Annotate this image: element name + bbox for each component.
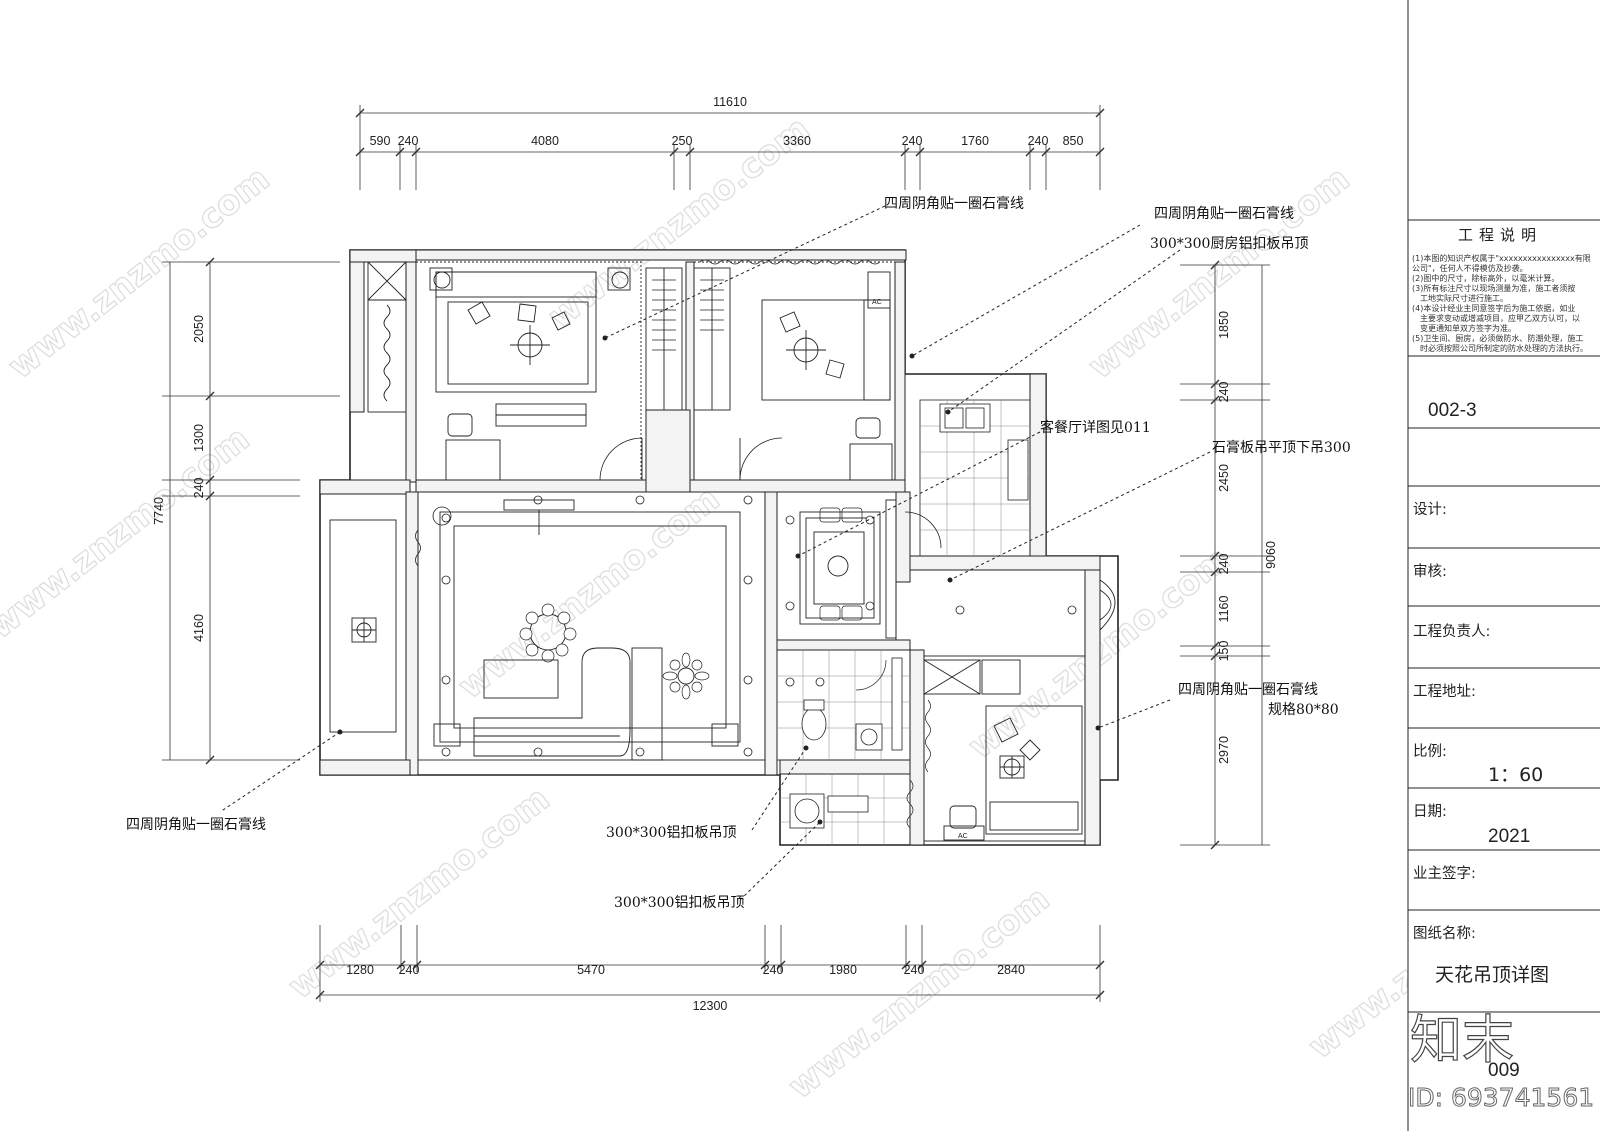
laundry-room — [779, 773, 914, 846]
balcony-left — [319, 493, 421, 761]
scale-value: 1：60 — [1488, 764, 1543, 786]
dim-right-2: 240 — [1217, 382, 1231, 403]
dim-bottom-1: 1280 — [346, 963, 374, 977]
drawing-name-value: 天花吊顶详图 — [1435, 964, 1549, 986]
watermark-id: ID: 693741561 — [1408, 1083, 1594, 1112]
bathroom — [776, 649, 911, 761]
dim-top-2: 240 — [398, 134, 419, 148]
dim-left-4: 4160 — [192, 614, 206, 642]
dim-right-total: 9060 — [1264, 541, 1278, 569]
title-block-notes: (1)本图的知识产权属于"xxxxxxxxxxxxxxxx有限 公司"，任何人不… — [1412, 253, 1591, 353]
dimension-labels-right: 9060 1850 240 2450 240 1160 150 2970 — [1217, 311, 1278, 764]
dim-top-6: 240 — [902, 134, 923, 148]
bedroom-2: AC — [693, 259, 896, 481]
dim-top-3: 4080 — [531, 134, 559, 148]
dim-bottom-7: 2840 — [997, 963, 1025, 977]
dim-left-3: 240 — [192, 478, 206, 499]
scale-label: 比例: — [1413, 743, 1447, 760]
annotation-bedroom-2-ceiling: 四周阴角贴一圈石膏线 — [1154, 205, 1294, 222]
dimension-labels-top: 11610 590 240 4080 250 3360 240 1760 240… — [370, 95, 1084, 148]
dim-bottom-5: 1980 — [829, 963, 857, 977]
drawing-name-label: 图纸名称: — [1413, 925, 1476, 942]
project-address-label: 工程地址: — [1413, 683, 1476, 700]
annotation-bedroom-1-ceiling: 四周阴角贴一圈石膏线 — [884, 195, 1024, 212]
watermark-brand: 知末 — [1410, 1011, 1514, 1071]
dim-top-8: 240 — [1028, 134, 1049, 148]
dim-top-7: 1760 — [961, 134, 989, 148]
title-block-heading: 工程说明 — [1458, 226, 1542, 244]
annotation-gypsum-ceiling: 石膏板吊平顶下吊300 — [1212, 439, 1351, 456]
kitchen — [904, 399, 1031, 557]
annotation-living-detail: 客餐厅详图见011 — [1040, 419, 1151, 436]
dim-top-9: 850 — [1063, 134, 1084, 148]
floor-plan: AC — [319, 249, 1119, 846]
tb-note-line-9: (5)卫生间、厨房，必须做防水、防潮处理，施工 — [1412, 333, 1583, 343]
tb-note-line-5: 工地实际尺寸进行施工。 — [1420, 293, 1508, 303]
dim-bottom-3: 5470 — [577, 963, 605, 977]
drawing-code: 002-3 — [1428, 400, 1477, 421]
watermark-site-3: www.znzmo.com — [1081, 159, 1357, 387]
project-manager-label: 工程负责人: — [1413, 623, 1490, 640]
leader-lines — [219, 205, 1211, 901]
bedroom-1 — [367, 261, 683, 481]
leader-arrowheads — [337, 335, 1101, 825]
dim-bottom-2: 240 — [399, 963, 420, 977]
dim-right-7: 2970 — [1217, 736, 1231, 764]
annotation-bedroom-3-ceiling: 四周阴角贴一圈石膏线 — [1178, 681, 1318, 698]
dim-right-4: 240 — [1217, 554, 1231, 575]
dim-top-total: 11610 — [713, 95, 747, 109]
dimension-labels-left: 7740 2050 1300 240 4160 — [152, 315, 206, 642]
bedroom-3: AC — [923, 655, 1086, 842]
dimension-lines — [162, 105, 1270, 1002]
dim-top-5: 3360 — [783, 134, 811, 148]
annotations: 四周阴角贴一圈石膏线 四周阴角贴一圈石膏线 300*300厨房铝扣板吊顶 客餐厅… — [126, 195, 1351, 911]
annotation-laundry-ceiling: 300*300铝扣板吊顶 — [614, 895, 744, 911]
ac-label-1: AC — [872, 299, 882, 306]
wall-segments — [319, 249, 1101, 846]
tb-note-line-8: 变更通知单双方签字为准。 — [1420, 323, 1516, 333]
dim-bottom-total: 12300 — [693, 999, 728, 1013]
annotation-bathroom-ceiling: 300*300铝扣板吊顶 — [606, 825, 736, 841]
annotation-kitchen-ceiling: 300*300厨房铝扣板吊顶 — [1150, 236, 1308, 252]
owner-signature-label: 业主签字: — [1413, 865, 1476, 882]
review-label: 审核: — [1413, 563, 1447, 580]
living-room — [417, 491, 766, 761]
annotation-balcony-ceiling: 四周阴角贴一圈石膏线 — [126, 816, 266, 833]
watermark-site-4: www.znzmo.com — [0, 419, 257, 647]
dimension-labels-bottom: 1280 240 5470 240 1980 240 2840 12300 — [346, 963, 1025, 1013]
watermark-site-8: www.znzmo.com — [781, 879, 1057, 1107]
dim-right-5: 1160 — [1217, 596, 1231, 623]
tb-note-line-3: (2)图中的尺寸，除标高外，以毫米计算。 — [1412, 273, 1559, 283]
tb-note-line-7: 主要求变动或增减项目，应甲乙双方认可，以 — [1420, 313, 1580, 323]
dim-top-1: 590 — [370, 134, 391, 148]
design-label: 设计: — [1413, 501, 1447, 518]
dim-left-total: 7740 — [152, 497, 166, 525]
dimension-ticks — [205, 108, 1220, 1000]
dim-left-1: 2050 — [192, 315, 206, 343]
watermark-site-1: www.znzmo.com — [1, 159, 277, 387]
tb-note-line-6: (4)本设计经业主同意签字后为施工依据，如业 — [1412, 303, 1575, 313]
tb-note-line-2: 公司"，任何人不得模仿及抄袭。 — [1412, 263, 1528, 273]
title-block: 工程说明 (1)本图的知识产权属于"xxxxxxxxxxxxxxxx有限 公司"… — [1407, 0, 1600, 1131]
annotation-bedroom-3-spec: 规格80*80 — [1268, 702, 1339, 718]
dim-right-6: 150 — [1217, 641, 1231, 662]
tb-note-line-1: (1)本图的知识产权属于"xxxxxxxxxxxxxxxx有限 — [1412, 253, 1591, 263]
tb-note-line-4: (3)所有标注尺寸以现场测量为准，施工者须按 — [1412, 283, 1575, 293]
date-value: 2021 — [1488, 826, 1530, 847]
date-label: 日期: — [1413, 803, 1447, 820]
dim-top-4: 250 — [672, 134, 693, 148]
watermark-site-5: www.znzmo.com — [451, 479, 727, 707]
dim-left-2: 1300 — [192, 424, 206, 452]
sheet-number: 009 — [1488, 1060, 1520, 1081]
dim-right-3: 2450 — [1217, 464, 1231, 492]
tb-note-line-10: 时必须按照公司所制定的防水处理的方法执行。 — [1420, 343, 1588, 353]
dim-right-1: 1850 — [1217, 311, 1231, 339]
dining-area — [776, 491, 1116, 641]
ac-label-2: AC — [958, 833, 968, 840]
dim-bottom-6: 240 — [904, 963, 925, 977]
dim-bottom-4: 240 — [763, 963, 784, 977]
